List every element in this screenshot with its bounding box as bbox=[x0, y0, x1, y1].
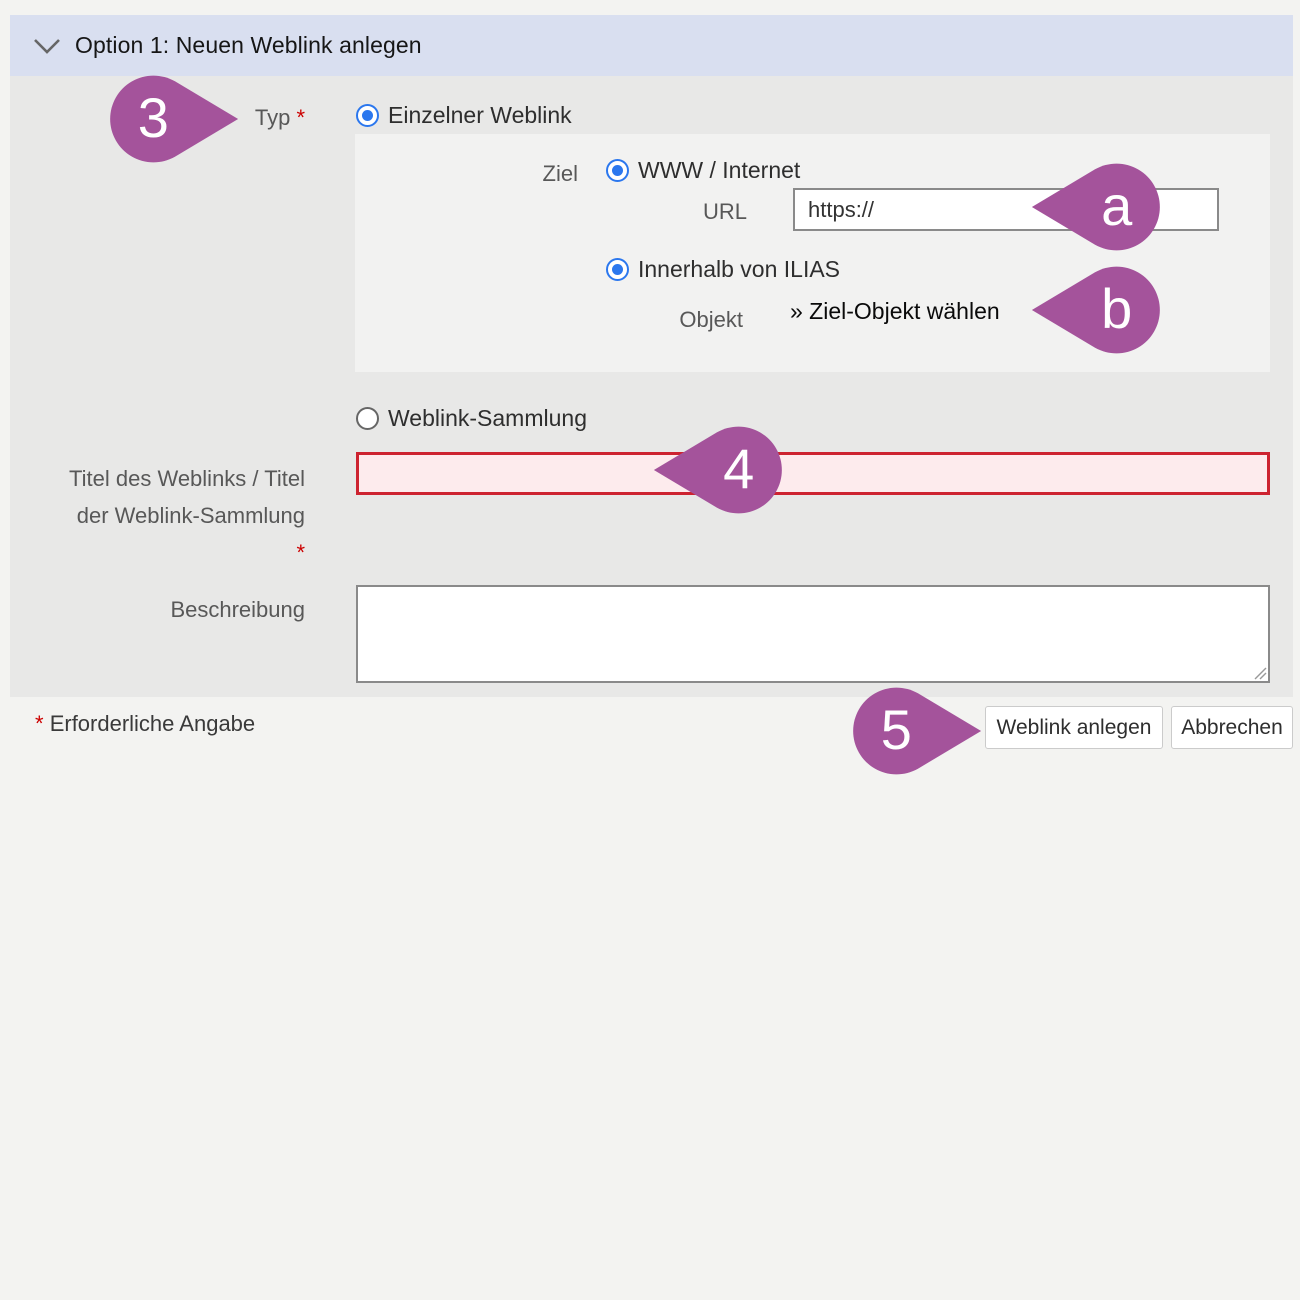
typ-label: Typ * bbox=[0, 104, 305, 131]
beschreibung-label: Beschreibung bbox=[170, 597, 305, 622]
radio-option-www-internet[interactable]: WWW / Internet bbox=[606, 157, 800, 184]
radio-checked-icon[interactable] bbox=[606, 159, 629, 182]
url-input[interactable] bbox=[793, 188, 1219, 231]
marker-teardrop-right bbox=[853, 687, 982, 775]
abbrechen-button[interactable]: Abbrechen bbox=[1171, 706, 1293, 749]
radio-label-innerhalb-ilias: Innerhalb von ILIAS bbox=[638, 256, 841, 282]
marker-step-5: 5 bbox=[851, 685, 983, 777]
titel-required-asterisk: * bbox=[296, 540, 305, 565]
radio-checked-icon[interactable] bbox=[606, 258, 629, 281]
radio-label-www-internet: WWW / Internet bbox=[638, 157, 801, 183]
accordion-title: Option 1: Neuen Weblink anlegen bbox=[75, 32, 422, 58]
typ-required-asterisk: * bbox=[296, 105, 305, 130]
titel-label-line2: der Weblink-Sammlung bbox=[76, 503, 305, 528]
accordion-header-option1[interactable]: Option 1: Neuen Weblink anlegen bbox=[10, 15, 1293, 76]
chevron-down-icon bbox=[34, 38, 60, 54]
footnote-asterisk: * bbox=[35, 711, 44, 736]
radio-option-weblink-sammlung[interactable]: Weblink-Sammlung bbox=[356, 405, 587, 432]
titel-input[interactable] bbox=[356, 452, 1270, 495]
marker-step-5-text: 5 bbox=[880, 697, 912, 761]
radio-dot bbox=[362, 110, 373, 121]
radio-dot bbox=[612, 165, 623, 176]
ziel-label: Ziel bbox=[542, 161, 578, 186]
radio-unchecked-icon[interactable] bbox=[356, 407, 379, 430]
ziel-objekt-waehlen-link[interactable]: » Ziel-Objekt wählen bbox=[790, 298, 1000, 324]
footnote-text: Erforderliche Angabe bbox=[49, 711, 256, 736]
titel-label: Titel des Weblinks / Titel der Weblink-S… bbox=[0, 460, 305, 571]
weblink-anlegen-button[interactable]: Weblink anlegen bbox=[985, 706, 1163, 749]
objekt-label: Objekt bbox=[679, 307, 743, 332]
typ-label-text: Typ bbox=[254, 105, 291, 130]
titel-label-line1: Titel des Weblinks / Titel bbox=[69, 466, 305, 491]
radio-option-einzelner-weblink[interactable]: Einzelner Weblink bbox=[356, 102, 572, 129]
url-label: URL bbox=[702, 199, 747, 224]
radio-option-innerhalb-ilias[interactable]: Innerhalb von ILIAS bbox=[606, 256, 840, 283]
radio-checked-icon[interactable] bbox=[356, 104, 379, 127]
required-footnote: * Erforderliche Angabe bbox=[35, 711, 255, 737]
radio-label-weblink-sammlung: Weblink-Sammlung bbox=[388, 405, 587, 431]
radio-dot bbox=[612, 264, 623, 275]
beschreibung-textarea[interactable] bbox=[356, 585, 1270, 683]
radio-label-einzelner-weblink: Einzelner Weblink bbox=[388, 102, 572, 128]
